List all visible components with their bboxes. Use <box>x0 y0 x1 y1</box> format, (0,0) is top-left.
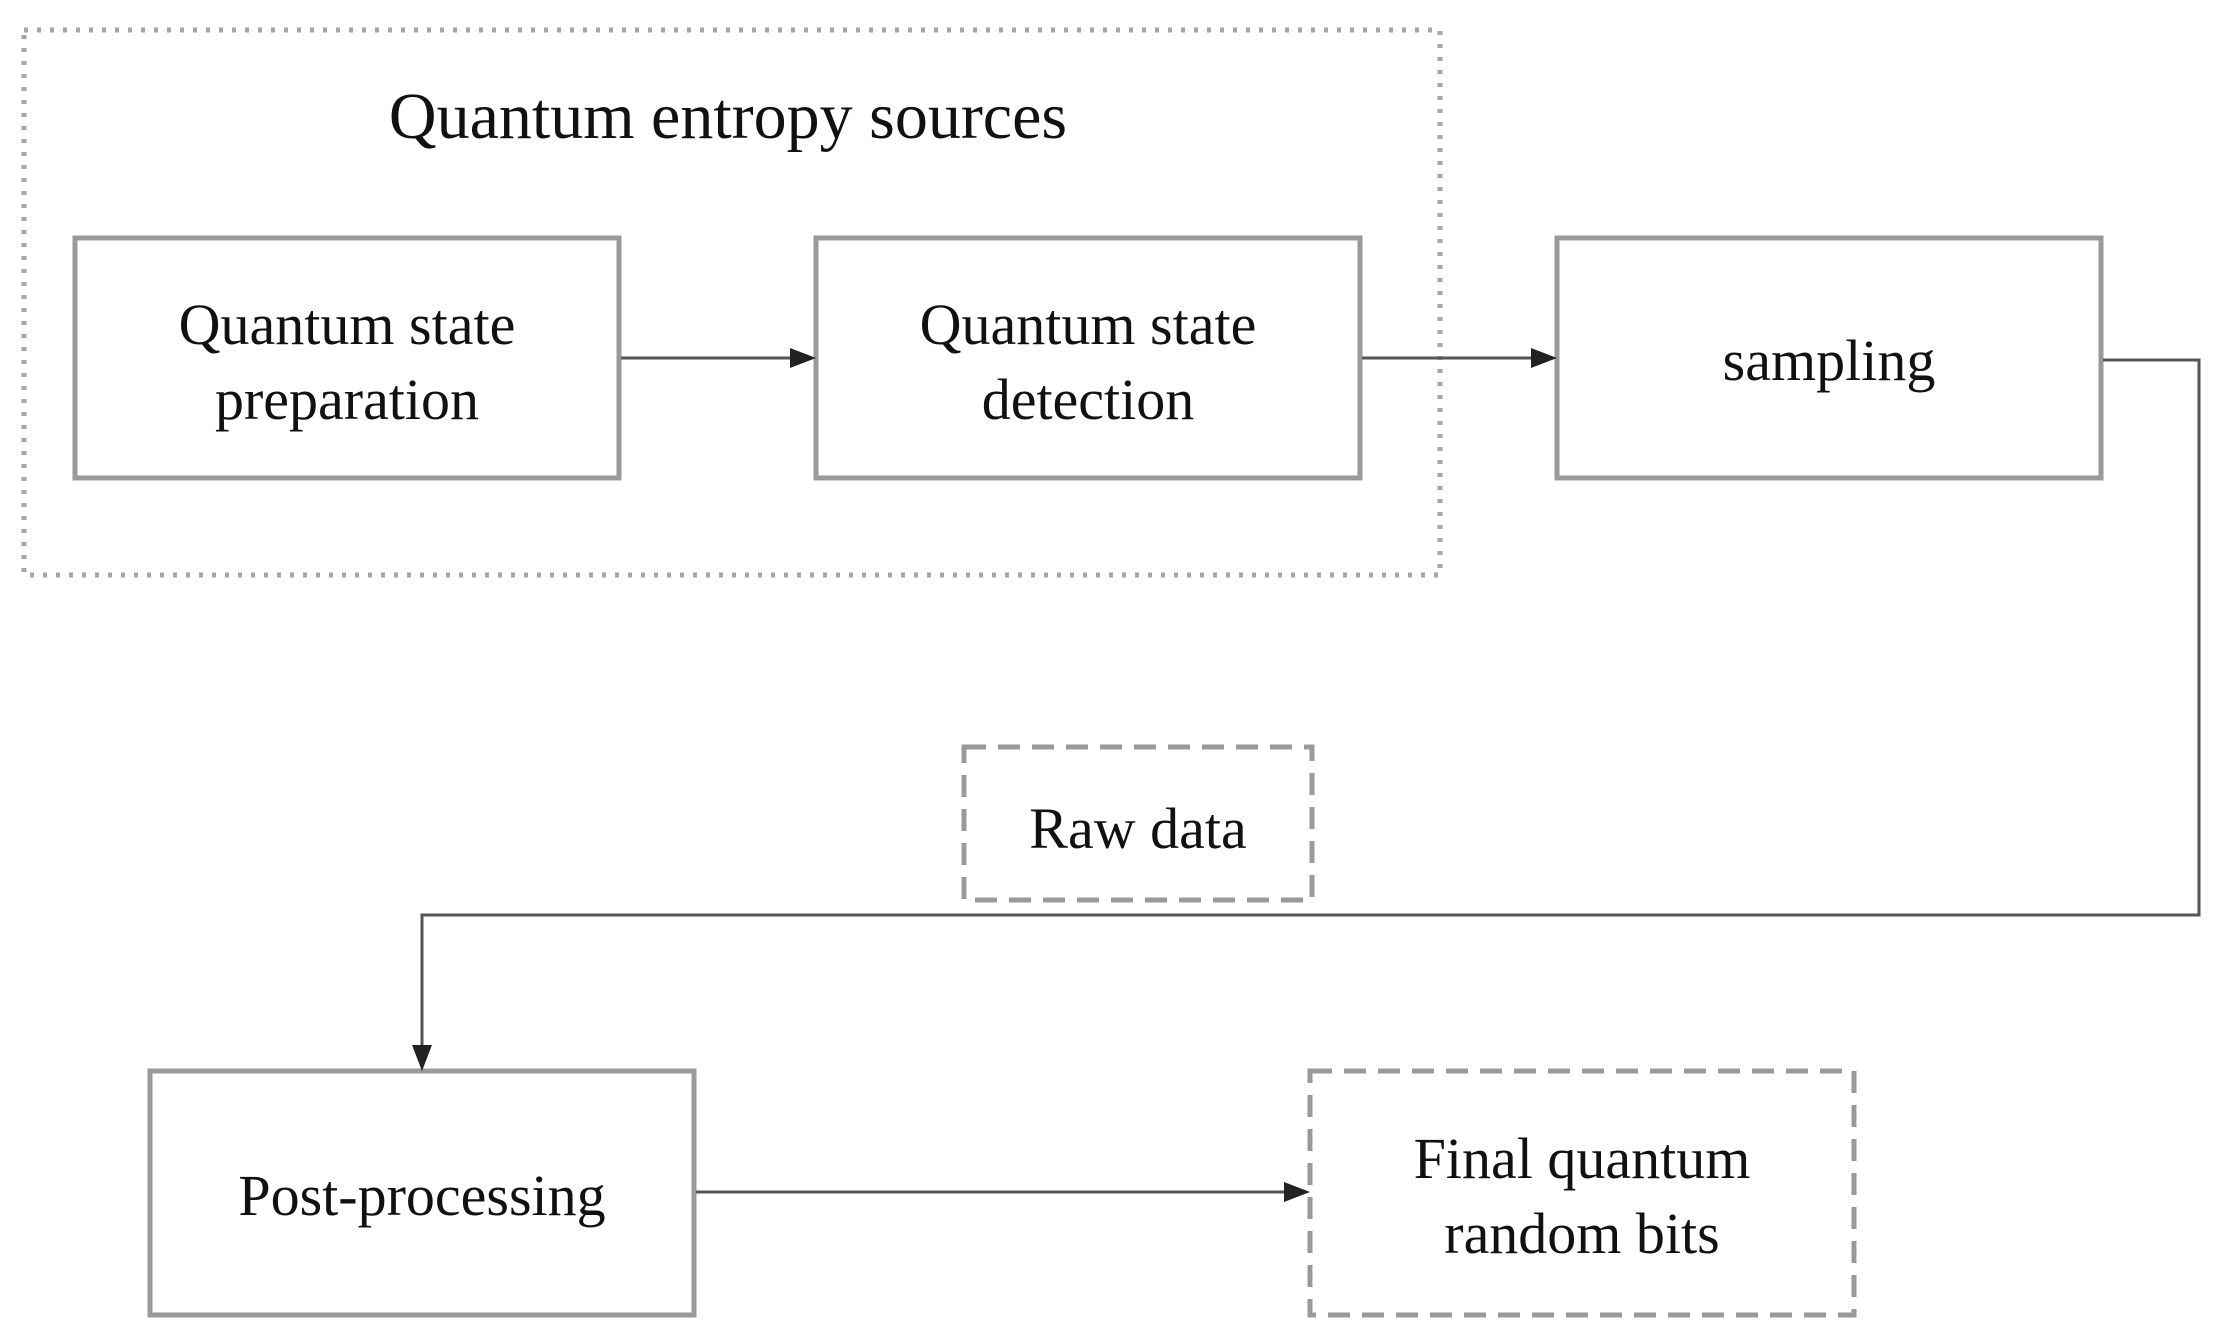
final-bits-label-line1: Final quantum <box>1414 1126 1751 1191</box>
arrow-post-processing-to-final-bits <box>696 1182 1310 1202</box>
final-bits-node: Final quantum random bits <box>1307 1068 1857 1318</box>
preparation-node: Quantum state preparation <box>72 235 622 481</box>
raw-data-label: Raw data <box>1029 796 1246 861</box>
arrow-sampling-to-post-processing <box>412 358 2201 1071</box>
post-processing-label: Post-processing <box>238 1163 605 1228</box>
raw-data-node: Raw data <box>961 744 1315 903</box>
preparation-label-line1: Quantum state <box>179 292 516 357</box>
arrow-preparation-to-detection <box>621 348 816 368</box>
detection-label-line2: detection <box>982 367 1195 432</box>
entropy-sources-group <box>21 27 1443 578</box>
arrow-detection-to-sampling <box>1362 348 1557 368</box>
entropy-sources-title: Quantum entropy sources <box>389 80 1067 153</box>
detection-node: Quantum state detection <box>813 235 1363 481</box>
preparation-label-line2: preparation <box>215 367 479 432</box>
final-bits-label-line2: random bits <box>1444 1201 1719 1266</box>
sampling-label: sampling <box>1723 328 1936 393</box>
post-processing-node: Post-processing <box>147 1068 697 1318</box>
detection-label-line1: Quantum state <box>920 292 1257 357</box>
sampling-node: sampling <box>1554 235 2104 481</box>
